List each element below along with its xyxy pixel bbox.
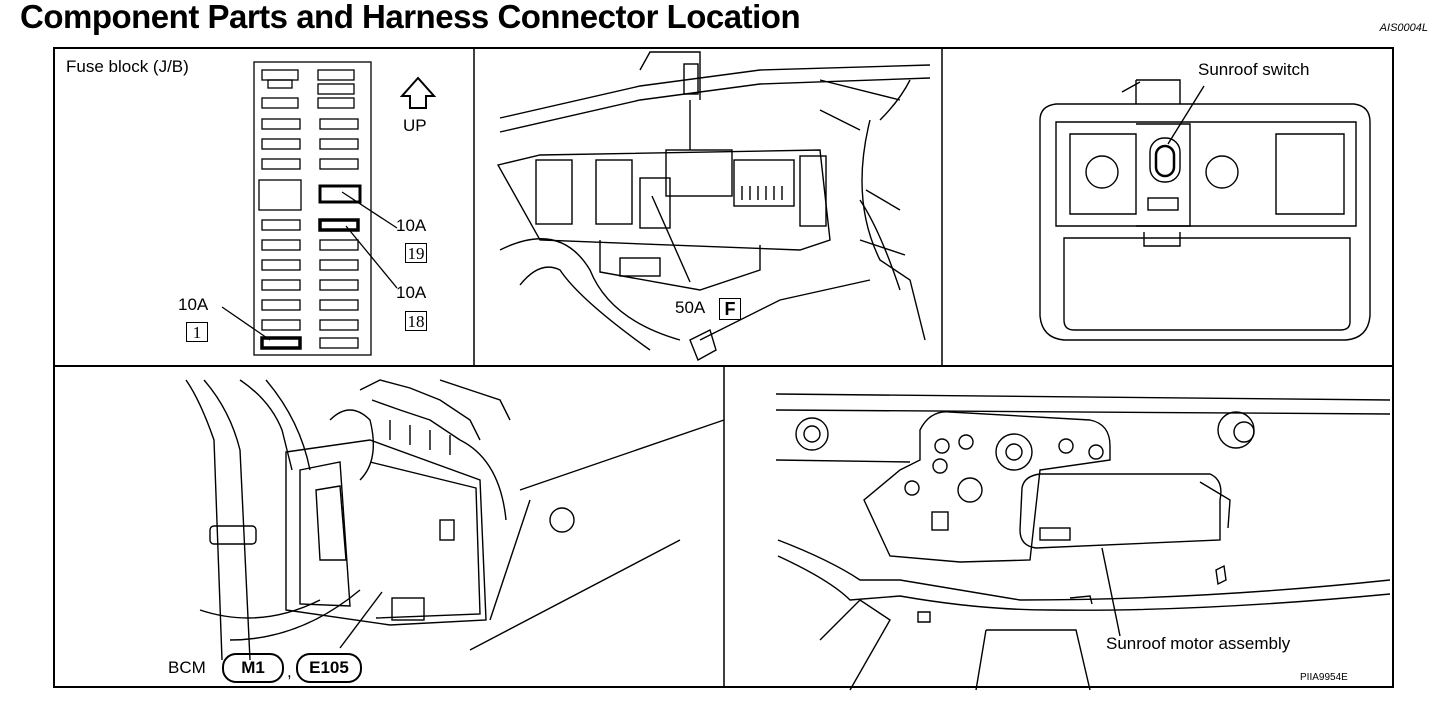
fuse-amp-18: 10A xyxy=(396,283,427,302)
fusible-link-letter: F xyxy=(719,298,741,320)
up-label: UP xyxy=(403,116,427,135)
fusible-link-amp: 50A xyxy=(675,298,706,317)
sunroof-motor-illustration xyxy=(775,393,1391,691)
page-title: Component Parts and Harness Connector Lo… xyxy=(20,0,801,35)
connector-separator: , xyxy=(287,662,292,681)
connector-e105: E105 xyxy=(296,653,362,683)
fuse-block xyxy=(221,61,398,356)
fuse-number-1: 1 xyxy=(186,322,208,342)
fuse-amp-1: 10A xyxy=(178,295,209,314)
fuse-number-18: 18 xyxy=(405,311,427,331)
document-code: AIS0004L xyxy=(1379,22,1428,34)
sunroof-motor-label: Sunroof motor assembly xyxy=(1106,634,1291,653)
sunroof-switch-illustration xyxy=(1039,79,1371,341)
bcm-illustration xyxy=(185,379,725,661)
figure-code: PIIA9954E xyxy=(1300,672,1348,683)
fuse-number-19: 19 xyxy=(405,243,427,263)
fuse-block-heading: Fuse block (J/B) xyxy=(66,57,189,76)
fuse-amp-19: 10A xyxy=(396,216,427,235)
fusebox-illustration xyxy=(496,51,931,361)
connector-m1: M1 xyxy=(222,653,284,683)
up-arrow-icon xyxy=(399,76,437,109)
bcm-label: BCM xyxy=(168,658,206,677)
sunroof-switch-label: Sunroof switch xyxy=(1198,60,1310,79)
